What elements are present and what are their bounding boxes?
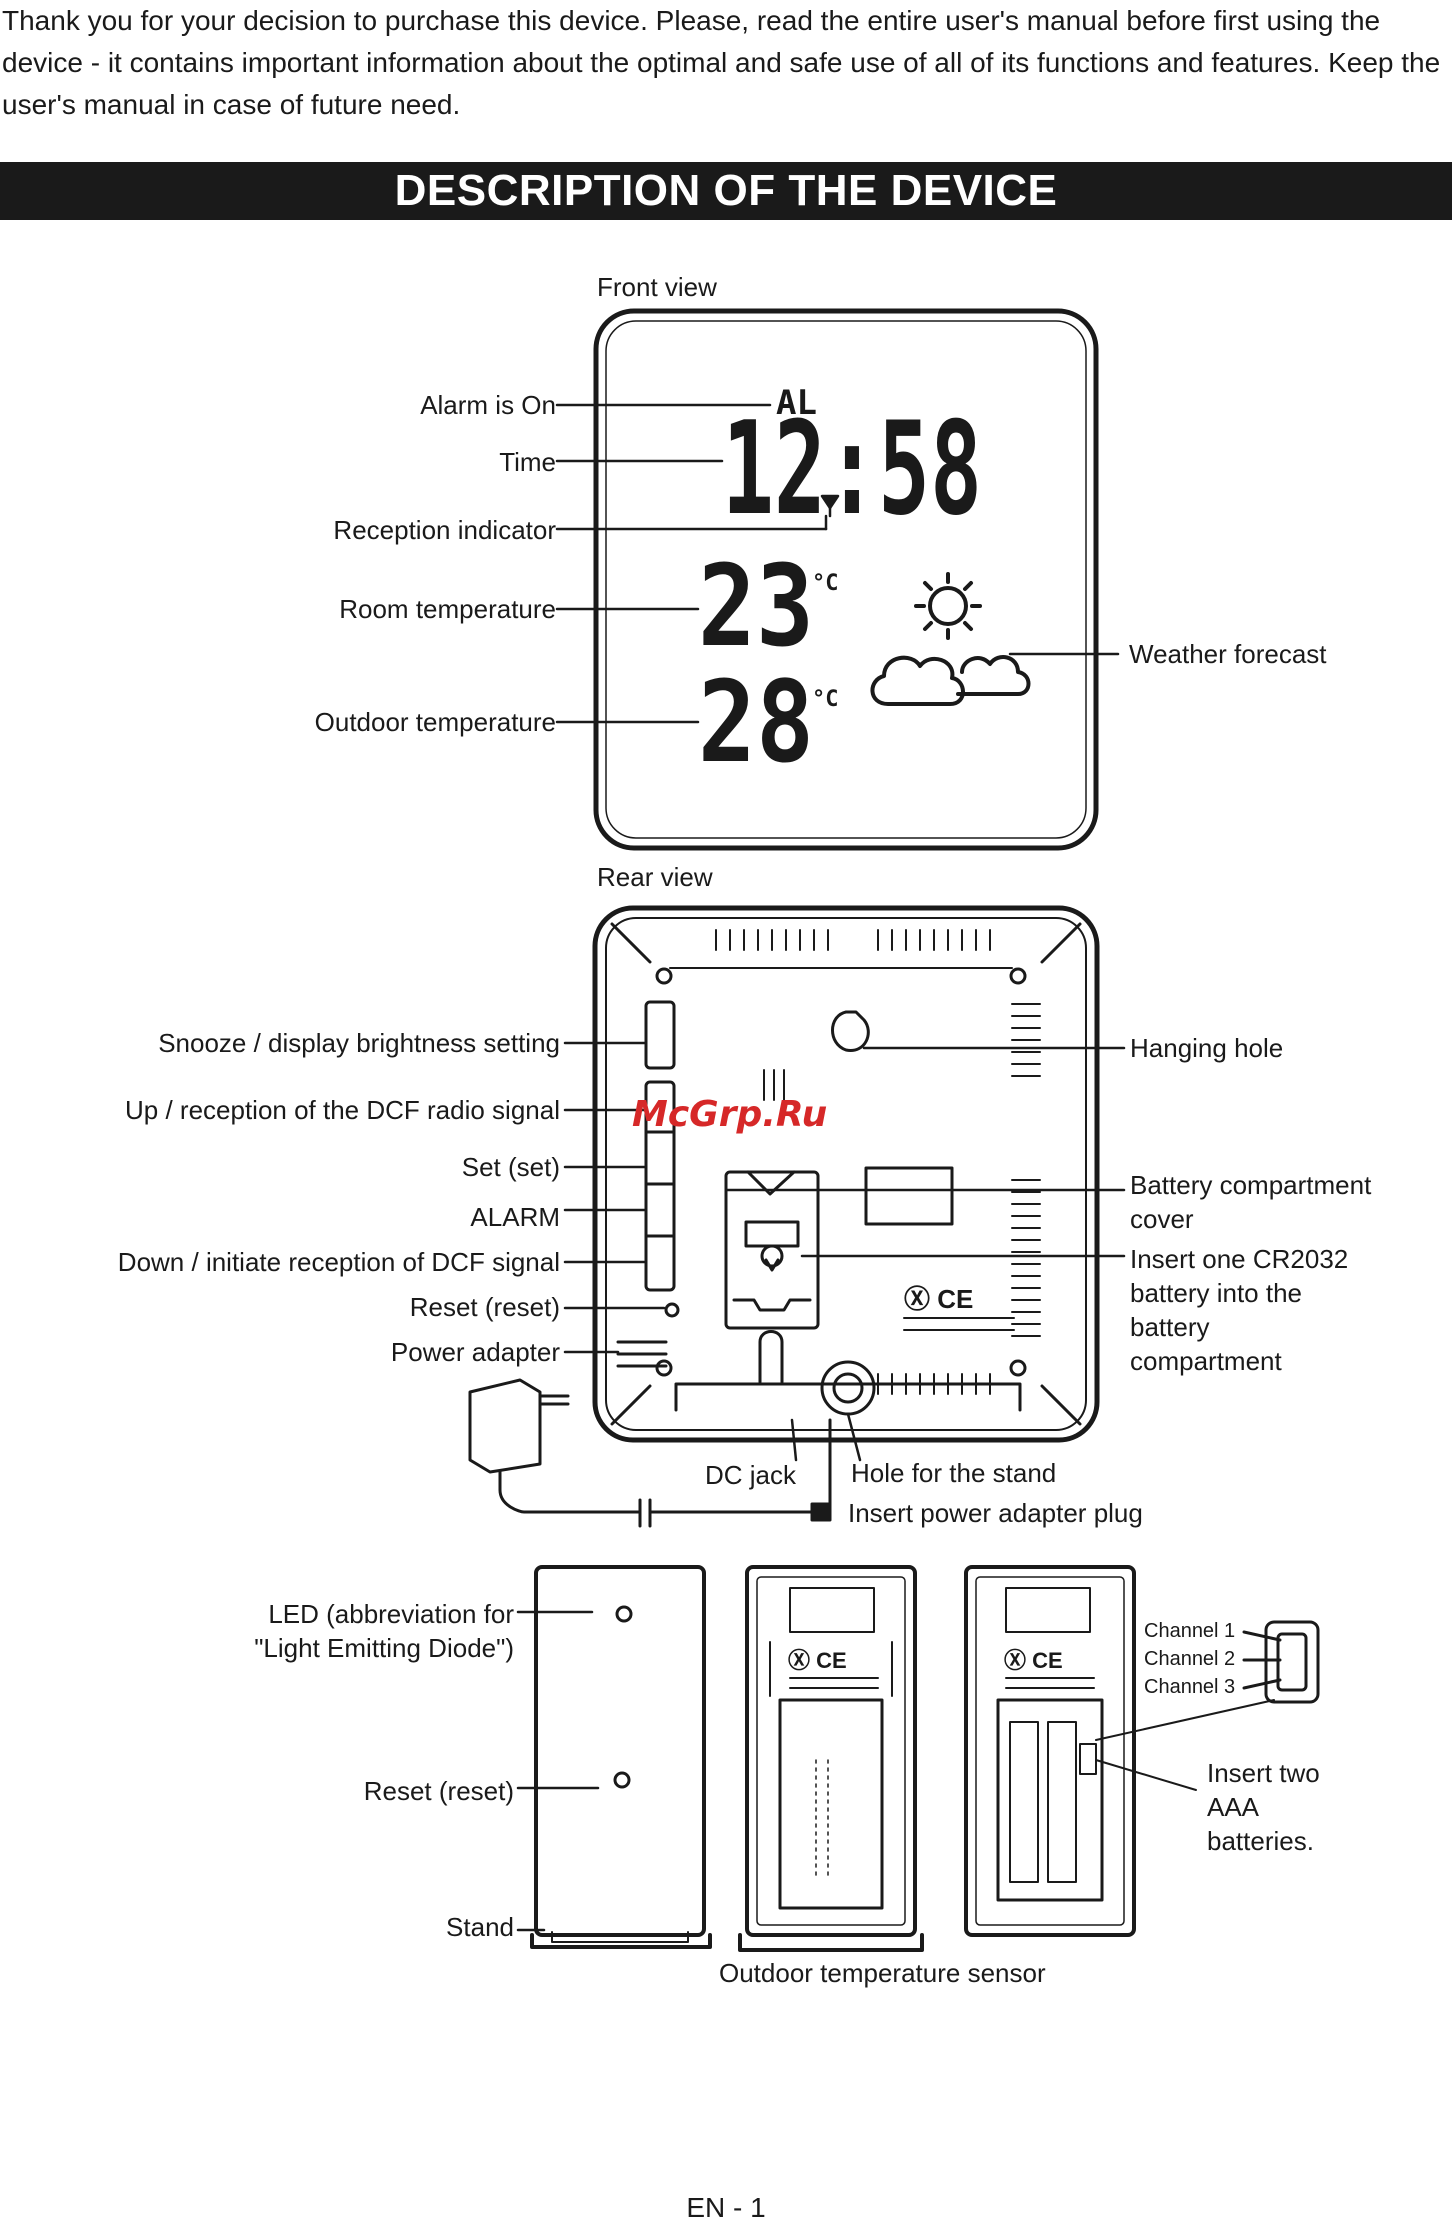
svg-text:Ⓧ CE: Ⓧ CE	[904, 1284, 973, 1314]
label-room-temperature: Room temperature	[339, 594, 556, 624]
label-set: Set (set)	[461, 1152, 560, 1182]
sensor-back-open: Ⓧ CE	[964, 1565, 1136, 1937]
label-reset: Reset (reset)	[409, 1292, 560, 1322]
rear-vents	[715, 929, 1041, 1395]
lcd-outdoor-unit: °C	[812, 687, 839, 712]
svg-text:Ⓧ CE: Ⓧ CE	[1004, 1648, 1063, 1673]
lcd-time: 12:58	[722, 395, 982, 544]
label-stand: Stand	[446, 1912, 514, 1942]
label-alarm-on: Alarm is On	[420, 390, 556, 420]
intro-text: Thank you for your decision to purchase …	[2, 5, 1441, 120]
label-down-dcf: Down / initiate reception of DCF signal	[117, 1247, 560, 1277]
label-stand-hole: Hole for the stand	[851, 1458, 1057, 1488]
front-view-device	[593, 308, 1099, 851]
label-time: Time	[499, 447, 556, 477]
channel-switch-icon	[1095, 1620, 1320, 1791]
rear-view-device	[592, 905, 1100, 1443]
lcd-alarm: AL	[776, 383, 817, 423]
label-hanging-hole: Hanging hole	[1130, 1033, 1284, 1063]
watermark: McGrp.Ru	[632, 1094, 828, 1135]
sensor-back-cover: Ⓧ CE	[738, 1565, 924, 1952]
label-channel-3: Channel 3	[1144, 1676, 1236, 1698]
label-up-dcf: Up / reception of the DCF radio signal	[125, 1095, 560, 1125]
battery-compartment: Ⓧ CE	[724, 1166, 1015, 1331]
lcd-outdoor-temp: 28	[698, 658, 814, 788]
front-view-label: Front view	[597, 272, 717, 302]
label-battery-cover: Battery compartment cover	[1130, 1170, 1372, 1234]
rear-view-label: Rear view	[597, 862, 713, 892]
label-weather-forecast: Weather forecast	[1129, 639, 1327, 669]
section-title: DESCRIPTION OF THE DEVICE	[394, 166, 1058, 215]
cloud-icon	[870, 655, 1031, 706]
label-insert-aaa: Insert two AAA batteries.	[1207, 1758, 1320, 1856]
page-number: EN - 1	[686, 2192, 766, 2223]
hanging-hole-icon	[831, 1010, 870, 1052]
label-sensor-reset: Reset (reset)	[363, 1776, 514, 1806]
label-snooze-brightness: Snooze / display brightness setting	[158, 1028, 560, 1058]
sensor-caption: Outdoor temperature sensor	[719, 1958, 1046, 1988]
lcd-room-temp: 23	[698, 542, 814, 672]
label-reception-indicator: Reception indicator	[333, 515, 556, 545]
label-led: LED (abbreviation for "Light Emitting Di…	[254, 1599, 514, 1663]
section-banner: DESCRIPTION OF THE DEVICE	[0, 162, 1452, 220]
label-channel-1: Channel 1	[1144, 1620, 1236, 1642]
label-channel-2: Channel 2	[1144, 1648, 1236, 1670]
lcd-room-unit: °C	[812, 571, 839, 596]
rear-buttons	[616, 1000, 680, 1368]
sensor-front-device	[530, 1565, 712, 1949]
label-outdoor-temperature: Outdoor temperature	[314, 707, 556, 737]
sun-icon	[914, 572, 982, 640]
power-adapter-icon	[468, 1378, 832, 1528]
lcd-display: AL 12:58 23 °C 28 °C	[698, 383, 982, 788]
reception-icon	[820, 494, 840, 518]
label-alarm: ALARM	[470, 1202, 560, 1232]
label-power-adapter: Power adapter	[390, 1337, 560, 1367]
label-insert-cr2032: Insert one CR2032 battery into the batte…	[1130, 1244, 1349, 1376]
svg-text:Ⓧ CE: Ⓧ CE	[788, 1648, 847, 1673]
stand-hole-icon	[674, 1330, 1022, 1416]
label-insert-plug: Insert power adapter plug	[848, 1498, 1143, 1528]
label-dc-jack: DC jack	[705, 1460, 797, 1490]
